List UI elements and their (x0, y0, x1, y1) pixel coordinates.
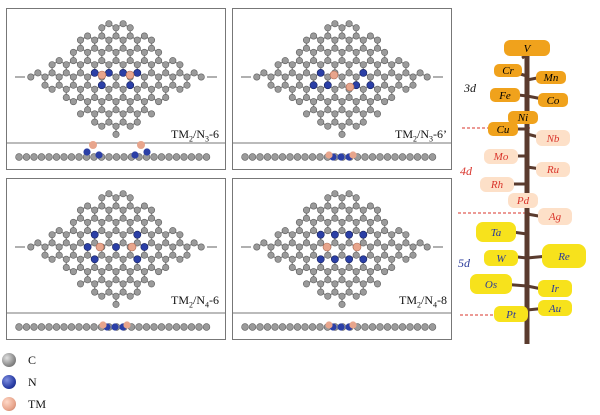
element-Cr: Cr (494, 64, 522, 77)
period-label-3d: 3d (463, 81, 477, 95)
structure-panel-tm2n3-6prime: TM2/N3-6’ (232, 8, 452, 170)
graphene-structure-top-view-1 (7, 20, 225, 161)
svg-text:Os: Os (485, 279, 497, 291)
element-Ni: Ni (508, 111, 538, 124)
element-V: V (504, 40, 550, 56)
element-Au: Au (538, 300, 572, 316)
panel-label-4: TM2/N4-8 (399, 293, 447, 310)
lattice-atoms (253, 190, 431, 308)
element-Mo: Mo (484, 149, 518, 164)
svg-text:Mo: Mo (493, 151, 509, 163)
legend-carbon: C (2, 352, 36, 368)
panel-label-2: TM2/N3-6’ (395, 127, 447, 144)
lattice-atoms (253, 20, 431, 138)
panel-label-1: TM2/N3-6 (171, 127, 219, 144)
graphene-structure-top-view-4 (233, 190, 451, 331)
graphene-structure-top-view-2 (233, 20, 451, 161)
svg-text:Ru: Ru (546, 164, 560, 176)
svg-text:Au: Au (548, 303, 562, 315)
element-Re: Re (542, 244, 586, 268)
lattice-side-view (15, 321, 211, 331)
svg-text:W: W (496, 253, 506, 265)
svg-text:Re: Re (557, 251, 570, 263)
element-Rh: Rh (480, 177, 514, 192)
structure-panel-tm2n4-8: TM2/N4-8 (232, 178, 452, 340)
element-Fe: Fe (490, 88, 520, 102)
svg-text:Mn: Mn (543, 72, 559, 84)
element-Nb: Nb (536, 130, 570, 146)
legend-label-metal: TM (28, 396, 46, 411)
legend-label-carbon: C (28, 352, 37, 367)
svg-text:Ta: Ta (491, 227, 502, 239)
structure-panel-tm2n4-6: TM2/N4-6 (6, 178, 226, 340)
lattice-side-view (15, 141, 211, 161)
element-W: W (484, 250, 518, 266)
legend-metal: TM (2, 396, 46, 412)
svg-text:Cu: Cu (497, 124, 510, 136)
element-Cu: Cu (488, 122, 518, 136)
panel-label-3: TM2/N4-6 (171, 293, 219, 310)
period-label-5d: 5d (458, 256, 471, 270)
element-Pd: Pd (508, 193, 538, 208)
svg-text:Pd: Pd (516, 195, 530, 207)
carbon-atom-icon (2, 353, 16, 367)
element-Os: Os (470, 274, 512, 294)
lattice-side-view (241, 151, 437, 161)
svg-text:Ag: Ag (548, 211, 562, 223)
period-label-4d: 4d (460, 164, 473, 178)
metal-atom-icon (2, 397, 16, 411)
svg-text:Co: Co (547, 95, 560, 107)
element-Ru: Ru (536, 162, 570, 177)
element-Co: Co (538, 93, 568, 107)
svg-text:Nb: Nb (546, 133, 560, 145)
element-Ir: Ir (538, 280, 572, 297)
svg-text:Ir: Ir (550, 283, 560, 295)
element-Pt: Pt (494, 306, 528, 322)
lattice-side-view (241, 321, 437, 331)
element-tree-diagram: 3d 4d 5d V Cr Mn Fe Co Ni Cu Nb Mo Ru (458, 40, 586, 344)
nitrogen-atom-icon (2, 375, 16, 389)
element-Mn: Mn (536, 71, 566, 84)
svg-text:Fe: Fe (498, 90, 511, 102)
element-Ag: Ag (538, 208, 572, 225)
lattice-atoms (27, 190, 205, 308)
lattice-atoms (27, 20, 205, 138)
svg-text:Ni: Ni (517, 112, 528, 124)
graphene-structure-top-view-3 (7, 190, 225, 331)
element-Ta: Ta (476, 222, 516, 242)
svg-text:V: V (524, 43, 532, 55)
svg-text:Rh: Rh (490, 179, 504, 191)
structure-panel-tm2n3-6: TM2/N3-6 (6, 8, 226, 170)
legend-nitrogen: N (2, 374, 37, 390)
legend-label-nitrogen: N (28, 374, 37, 389)
svg-text:Cr: Cr (502, 65, 514, 77)
svg-text:Pt: Pt (505, 309, 517, 321)
